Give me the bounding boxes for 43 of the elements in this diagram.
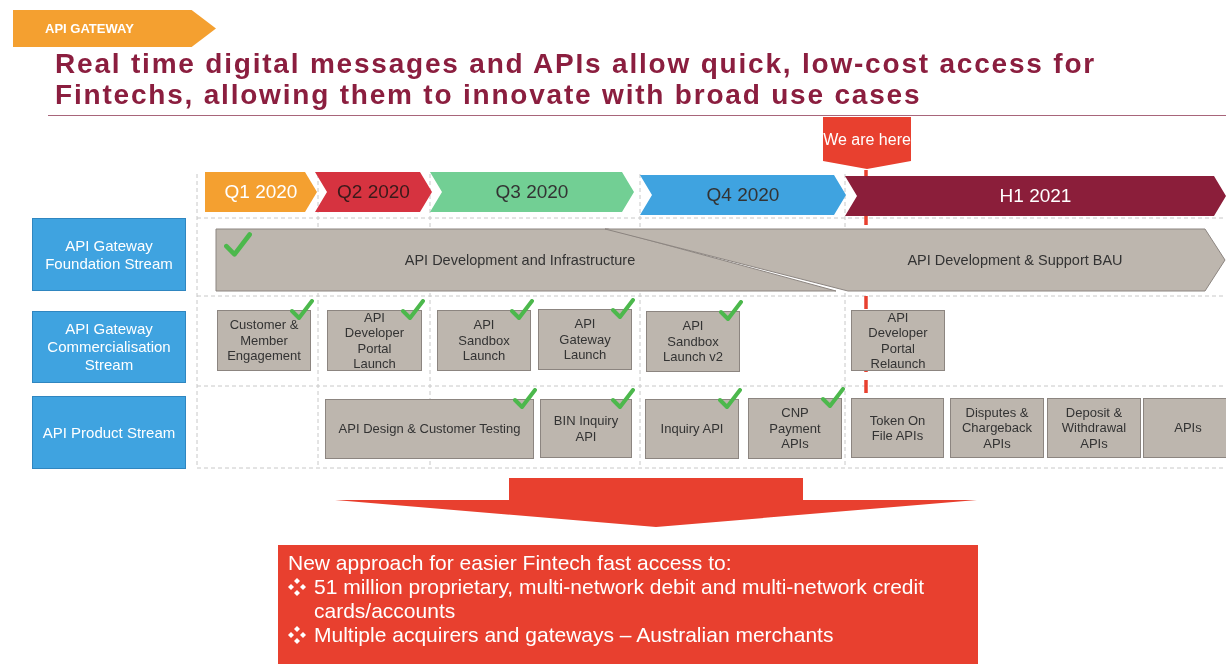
- task-label: CNP Payment APIs: [768, 405, 822, 452]
- period-label: Q3 2020: [495, 181, 569, 203]
- task-label: Deposit & Withdrawal APIs: [1060, 404, 1128, 452]
- period-banner: [640, 175, 846, 215]
- phase-label: API Development and Infrastructure: [404, 252, 636, 268]
- period-label: Q2 2020: [337, 181, 410, 203]
- task-label: API Developer Portal Relaunch: [867, 309, 929, 372]
- period-label: Q4 2020: [706, 184, 780, 206]
- task-box: [1143, 398, 1226, 458]
- task-label: Customer & Member Engagement: [227, 317, 301, 364]
- task-label: Disputes & Chargeback APIs: [961, 404, 1033, 452]
- task-box: [1047, 398, 1141, 458]
- phase-band: [216, 229, 836, 291]
- marker-tag: [823, 117, 911, 169]
- phase-label: API Development & Support BAU: [907, 252, 1123, 268]
- task-label: API Gateway Launch: [558, 316, 612, 363]
- stream-box: API Gateway Foundation Stream: [32, 218, 186, 291]
- summary-heading: New approach for easier Fintech fast access to:: [288, 551, 732, 575]
- task-label: API Sandbox Launch v2: [662, 318, 724, 365]
- title: Real time digital messages and APIs allow quick, low-cost access for Fintechs, allowing them to innovate with broad use cases: [55, 48, 1097, 110]
- task-label: API Sandbox Launch: [457, 317, 511, 364]
- stream-box: API Gateway Commercialisation Stream: [32, 311, 186, 383]
- period-label: H1 2021: [999, 185, 1072, 207]
- task-label: API Developer Portal Launch: [343, 309, 406, 372]
- period-banner: [205, 172, 317, 212]
- summary-box: [278, 545, 978, 664]
- period-label: Q1 2020: [224, 181, 298, 203]
- task-box: [851, 398, 944, 458]
- period-banner: [315, 172, 432, 212]
- task-label: Inquiry API: [660, 421, 724, 437]
- task-box: [950, 398, 1044, 458]
- task-label: API Design & Customer Testing: [338, 421, 521, 437]
- task-label: BIN Inquiry API: [553, 413, 619, 444]
- task-label: APIs: [1174, 420, 1202, 436]
- task-box: [851, 310, 945, 371]
- task-label: Token On File APIs: [868, 412, 927, 444]
- period-banner: [430, 172, 634, 212]
- period-banner: [845, 176, 1226, 216]
- marker-label: We are here: [823, 130, 911, 150]
- bullet-text: Multiple acquirers and gateways – Australian merchants: [314, 623, 834, 647]
- stream-box: API Product Stream: [32, 396, 186, 469]
- tag-label: API GATEWAY: [45, 21, 134, 36]
- bullet-text: 51 million proprietary, multi-network debit and multi-network credit cards/accounts: [314, 575, 925, 623]
